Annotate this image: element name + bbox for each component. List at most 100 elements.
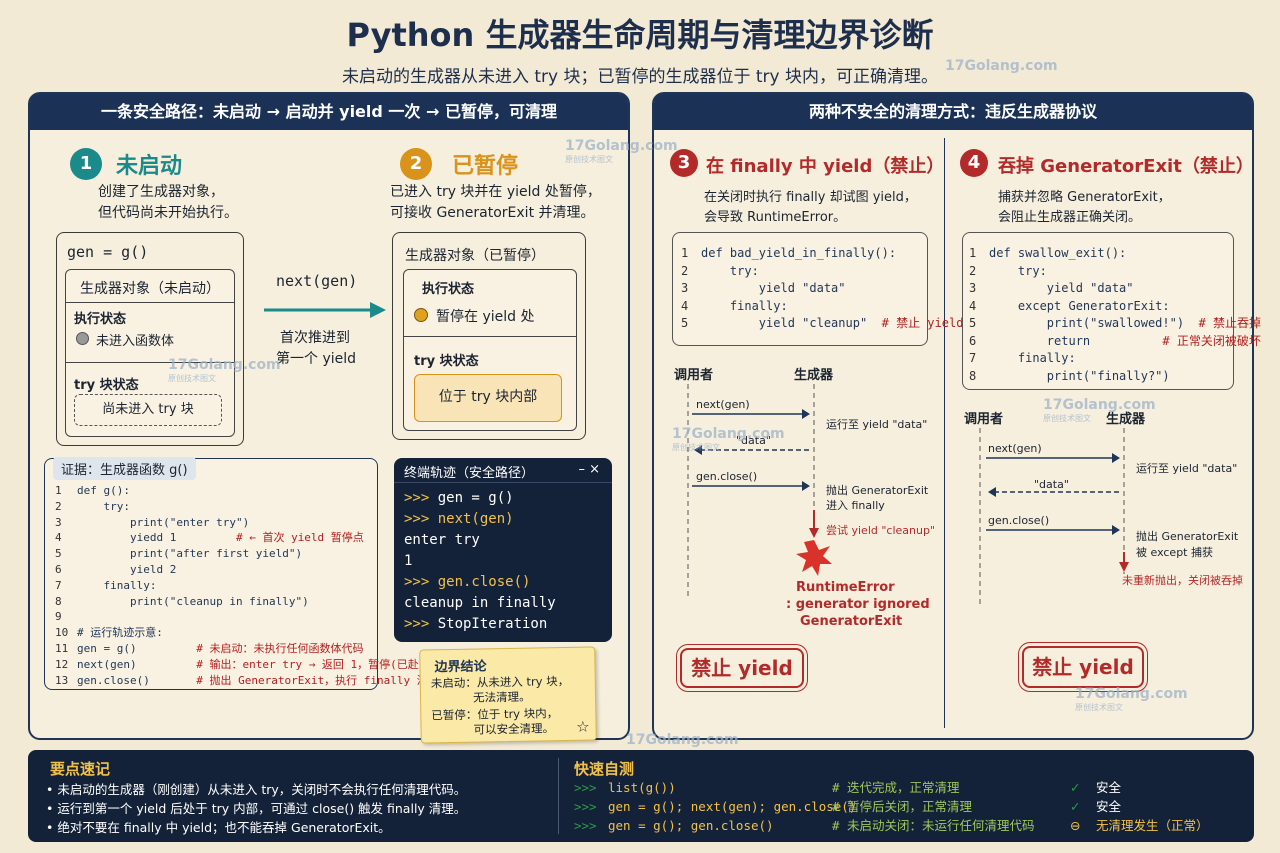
code-line: 6 yield 2 bbox=[55, 562, 445, 578]
state2-exec-value: 暂停在 yield 处 bbox=[436, 309, 535, 325]
warning-icon: ⊖ bbox=[1070, 818, 1081, 833]
code-text: print("enter try") bbox=[77, 515, 250, 529]
watermark-sub: 原创技术图文 bbox=[565, 155, 613, 164]
line-number: 5 bbox=[55, 547, 62, 561]
terminal-divider bbox=[394, 482, 612, 483]
test-comment: # 暂停后关闭，正常清理 bbox=[832, 799, 973, 814]
right-panel: 两种不安全的清理方式：违反生成器协议 3 在 finally 中 yield（禁… bbox=[652, 92, 1261, 740]
terminal-line: 1 bbox=[404, 551, 556, 572]
line-number: 2 bbox=[55, 499, 62, 513]
grey-status-dot bbox=[76, 332, 89, 345]
case3-msg-next: next(gen) bbox=[696, 398, 750, 411]
code-line: 5 yield "cleanup" # 禁止 yield bbox=[681, 315, 963, 333]
code-line: 3 print("enter try") bbox=[55, 515, 445, 531]
watermark-text: 17Golang.com bbox=[672, 426, 785, 442]
terminal-window-controls[interactable]: – × bbox=[578, 462, 600, 477]
state2-inner: 执行状态 暂停在 yield 处 try 块状态 位于 try 块内部 bbox=[403, 269, 577, 431]
state1-exec-value: 未进入函数体 bbox=[96, 334, 175, 349]
quick-test-row: >>>gen = g(); gen.close()# 未启动关闭：未运行任何清理… bbox=[574, 816, 1244, 835]
case3-number: 3 bbox=[670, 149, 698, 177]
code-text: print("cleanup in finally") bbox=[77, 594, 309, 608]
code-line: 2 try: bbox=[55, 499, 445, 515]
line-number: 12 bbox=[55, 657, 69, 671]
boundary-note-line-2: 无法清理。 bbox=[472, 689, 531, 705]
terminal-text: gen.close() bbox=[437, 574, 531, 590]
code-line: 8 print("finally?") bbox=[969, 368, 1261, 386]
line-number: 8 bbox=[969, 368, 977, 383]
watermark-sub: 原创技术图文 bbox=[168, 374, 216, 383]
watermark-sub: 原创技术图文 bbox=[1043, 414, 1091, 423]
code-text: finally: bbox=[989, 351, 1076, 365]
test-prompt: >>> bbox=[574, 818, 597, 833]
state1-number: 1 bbox=[70, 148, 102, 180]
terminal-text: cleanup in finally bbox=[404, 595, 556, 611]
test-result: 安全 bbox=[1096, 799, 1122, 814]
code-text: print("finally?") bbox=[989, 368, 1170, 383]
line-number: 5 bbox=[681, 316, 689, 330]
state1-title: 未启动 bbox=[116, 154, 183, 179]
watermark: 17Golang.com bbox=[945, 58, 1058, 74]
terminal-line: cleanup in finally bbox=[404, 593, 556, 614]
code-line: 4 finally: bbox=[681, 298, 963, 316]
boundary-note-title: 边界结论 bbox=[434, 659, 487, 676]
case4-reply-1: 运行至 yield "data" bbox=[1136, 462, 1238, 475]
line-number: 4 bbox=[55, 531, 62, 545]
boundary-note-line-4: 可以安全清理。 bbox=[473, 721, 555, 737]
test-prompt: >>> bbox=[574, 780, 597, 795]
code-text: def bad_yield_in_finally(): bbox=[701, 246, 897, 260]
evidence-title: 证据：生成器函数 g() bbox=[53, 457, 196, 480]
code-text: finally: bbox=[701, 298, 788, 313]
test-code: gen = g(); next(gen); gen.close() bbox=[608, 799, 857, 814]
code-text: except GeneratorExit: bbox=[989, 298, 1170, 313]
right-panel-header: 两种不安全的清理方式：违反生成器协议 bbox=[654, 94, 1252, 130]
code-line: 3 yield "data" bbox=[969, 280, 1261, 298]
right-panel-divider bbox=[944, 138, 945, 728]
case4-caller-label: 调用者 bbox=[964, 412, 1004, 427]
state1-inner: 生成器对象（未启动） 执行状态 未进入函数体 try 块状态 尚未进入 try … bbox=[65, 269, 235, 437]
code-text: yiedd 1 bbox=[77, 531, 236, 545]
line-number: 13 bbox=[55, 673, 69, 687]
watermark-sub: 原创技术图文 bbox=[1075, 703, 1123, 712]
terminal-line: enter try bbox=[404, 530, 556, 551]
terminal-title: 终端轨迹（安全路径） bbox=[404, 466, 535, 481]
code-line: 4 except GeneratorExit: bbox=[969, 298, 1261, 316]
code-line: 9 bbox=[55, 609, 445, 625]
test-code: gen = g(); gen.close() bbox=[608, 818, 774, 833]
line-number: 9 bbox=[55, 610, 62, 624]
state1-divider-2 bbox=[66, 362, 234, 363]
case4-reply-3a: 抛出 GeneratorExit bbox=[1136, 530, 1239, 543]
check-icon: ✓ bbox=[1070, 799, 1081, 814]
state1-box-title: gen = g() bbox=[67, 243, 149, 261]
code-comment: # ← 首次 yield 暂停点 bbox=[235, 531, 364, 545]
code-text: yield 2 bbox=[77, 562, 177, 576]
key-points-list: • 未启动的生成器（刚创建）从未进入 try，关闭时不会执行任何清理代码。• 运… bbox=[46, 780, 466, 837]
terminal-line: >>> gen.close() bbox=[404, 572, 556, 593]
code-text: yield "data" bbox=[701, 281, 846, 295]
state2-divider bbox=[404, 336, 576, 337]
case4-desc-1: 捕获并忽略 GeneratorExit， bbox=[998, 190, 1171, 205]
page-subtitle: 未启动的生成器从未进入 try 块；已暂停的生成器位于 try 块内，可正确清理… bbox=[341, 67, 939, 87]
code-line: 7 finally: bbox=[969, 350, 1261, 368]
state1-desc-2: 但代码尚未开始执行。 bbox=[98, 205, 238, 221]
code-line: 10# 运行轨迹示意: bbox=[55, 625, 445, 641]
code-line: 5 print("after first yield") bbox=[55, 546, 445, 562]
state1-try-value: 尚未进入 try 块 bbox=[74, 394, 222, 426]
line-number: 6 bbox=[969, 333, 977, 348]
case4-forbid-badge: 禁止 yield bbox=[1022, 646, 1144, 688]
state2-desc-1: 已进入 try 块并在 yield 处暂停， bbox=[390, 184, 601, 200]
case3-desc-1: 在关闭时执行 finally 却试图 yield， bbox=[704, 190, 917, 205]
test-result: 安全 bbox=[1096, 780, 1122, 795]
test-code: list(g()) bbox=[608, 780, 676, 795]
case3-msg-close: gen.close() bbox=[696, 470, 758, 483]
line-number: 8 bbox=[55, 594, 62, 608]
case3-caller-label: 调用者 bbox=[674, 368, 714, 383]
